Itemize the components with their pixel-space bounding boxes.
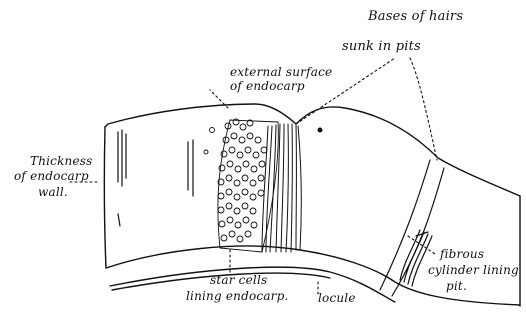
label-star-cells-2: lining endocarp.: [186, 290, 289, 303]
label-external-surface-1: external surface: [230, 66, 332, 79]
leader-lines: [70, 58, 437, 296]
label-fibrous-3: pit.: [446, 280, 467, 293]
left-edge: [104, 127, 106, 268]
label-bases-of-hairs: Bases of hairs: [368, 10, 463, 23]
outer-surface-line: [105, 104, 520, 196]
label-locule: locule: [318, 292, 356, 305]
label-thickness-2: of endocarp: [14, 170, 89, 183]
label-external-surface-2: of endocarp: [230, 80, 305, 93]
label-star-cells-1: star cells: [210, 274, 267, 287]
label-fibrous-2: cylinder lining: [428, 264, 519, 277]
central-fibrous-strand: [262, 124, 301, 252]
label-sunk-in-pits: sunk in pits: [342, 40, 421, 53]
label-thickness-1: Thickness: [30, 155, 93, 168]
wall-hatching: [118, 130, 193, 226]
label-fibrous-1: fibrous: [440, 248, 484, 261]
label-thickness-3: wall.: [38, 186, 68, 199]
